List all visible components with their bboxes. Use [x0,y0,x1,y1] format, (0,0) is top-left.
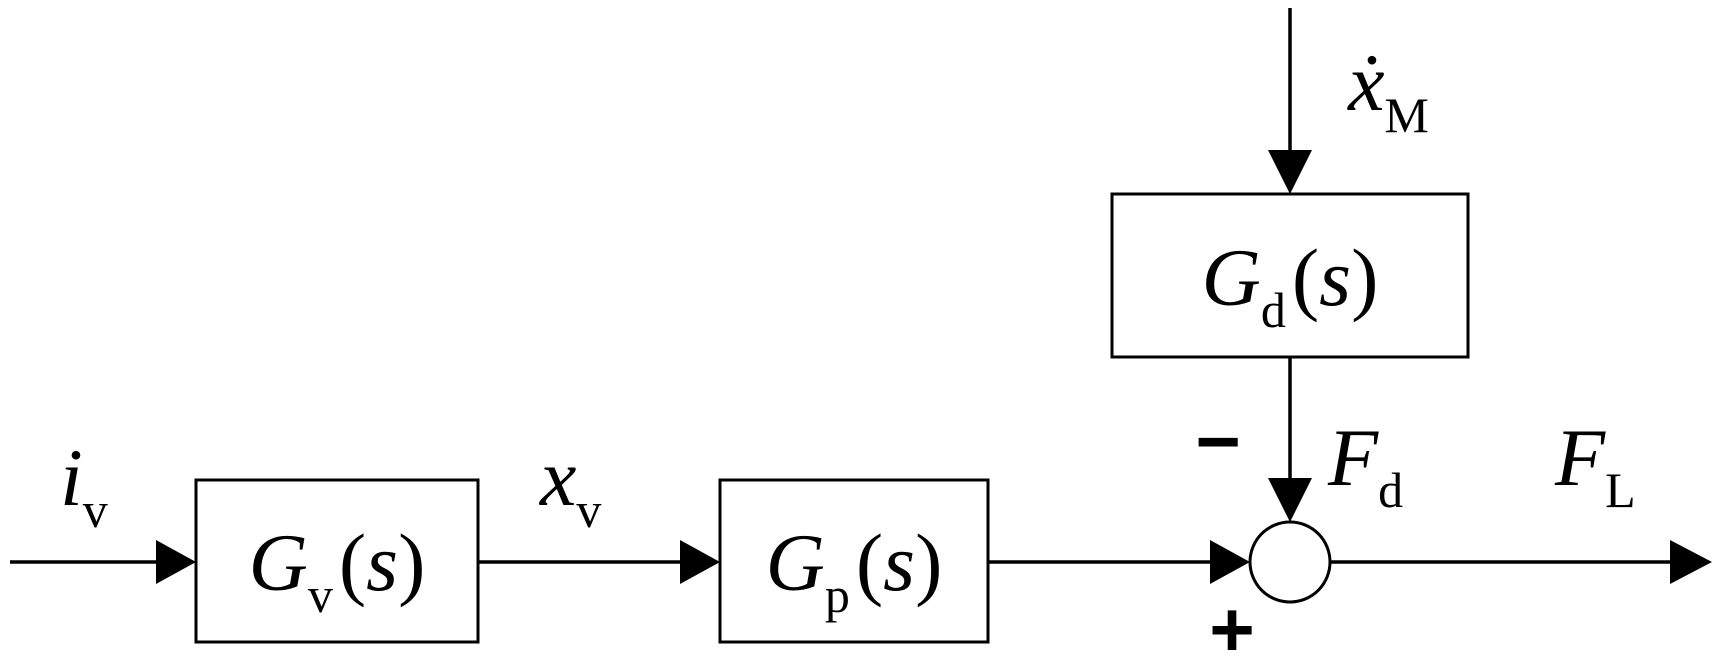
block-gp: Gp(s) [718,478,990,644]
minus-sign: − [1195,397,1241,485]
gp-close-paren: ) [915,517,942,608]
label-output: FL [1554,412,1636,518]
input-subscript: v [83,482,108,538]
disturbance-input-subscript: M [1384,87,1428,143]
gd-variable: s [1319,232,1351,323]
gd-close-paren: ) [1351,232,1378,323]
summing-junction [1248,520,1332,604]
label-valve-position: xv [539,432,601,538]
label-disturbance-input: ẋM [1347,37,1429,143]
gv-variable: s [366,517,398,608]
gd-symbol: G [1202,232,1261,323]
gv-subscript: v [308,567,333,623]
gp-subscript: p [825,567,850,623]
svg-text:Gd(s): Gd(s) [1202,232,1379,338]
output-subscript: L [1605,462,1636,518]
input-symbol: i [60,432,83,523]
gd-subscript: d [1261,282,1286,338]
disturbance-force-subscript: d [1378,462,1403,518]
input-arrowhead [156,540,196,584]
disturbance-input-symbol: ẋ [1347,37,1384,128]
gd-open-paren: ( [1292,232,1319,323]
svg-text:Gv(s): Gv(s) [249,517,426,623]
sum-minus-arrowhead [1268,478,1312,522]
output-arrowhead [1670,540,1712,584]
gv-close-paren: ) [398,517,425,608]
label-disturbance-force: Fd [1327,412,1403,518]
block-gv: Gv(s) [194,478,480,644]
valve-position-symbol: x [539,432,576,523]
plus-sign: + [1209,585,1255,659]
gd-input-arrowhead [1268,150,1312,194]
disturbance-force-symbol: F [1327,412,1379,503]
valve-position-subscript: v [576,482,601,538]
gp-variable: s [883,517,915,608]
sum-plus-arrowhead [1210,540,1250,584]
output-symbol: F [1554,412,1606,503]
gv-open-paren: ( [339,517,366,608]
gp-input-arrowhead [680,540,720,584]
label-input: iv [60,432,108,538]
block-gd: Gd(s) [1110,192,1470,359]
svg-text:Gp(s): Gp(s) [766,517,943,623]
gv-symbol: G [249,517,308,608]
gp-open-paren: ( [856,517,883,608]
gp-symbol: G [766,517,825,608]
